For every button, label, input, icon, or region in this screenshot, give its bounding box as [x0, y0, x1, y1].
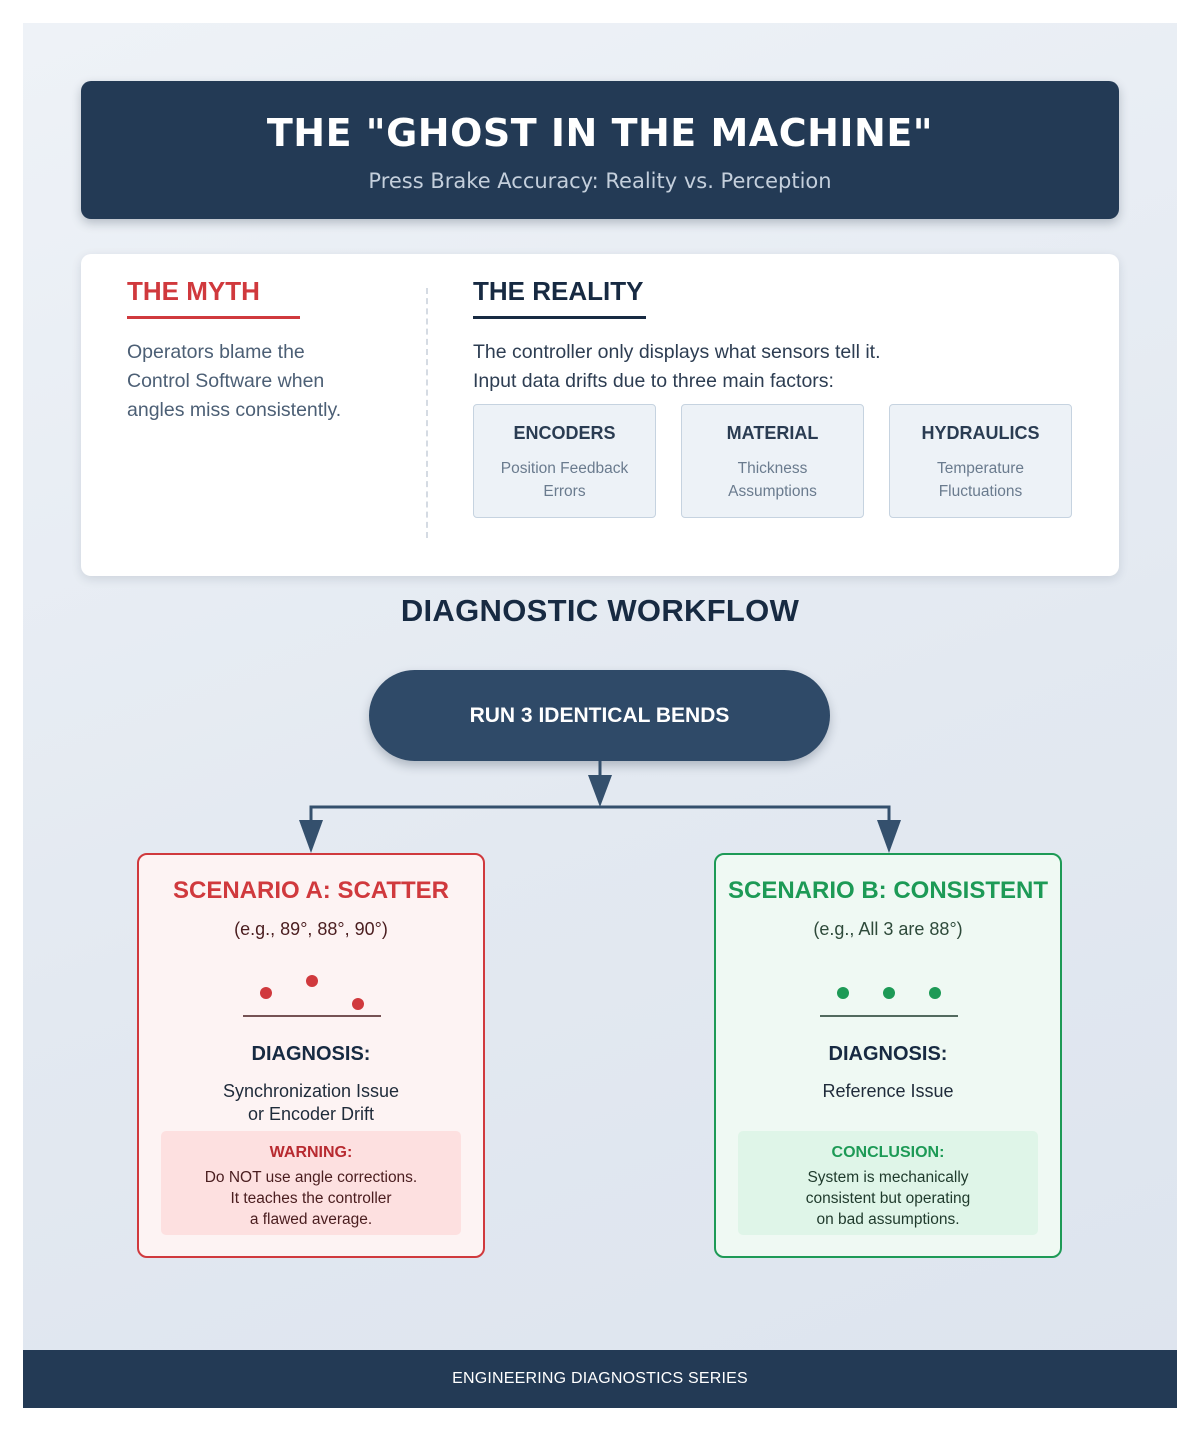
conclusion-label: CONCLUSION:: [831, 1144, 945, 1161]
arrow-down-icon: [877, 820, 901, 853]
factor-hydraulics: HYDRAULICS Temperature Fluctuations: [889, 404, 1072, 518]
scenario-a-card: SCENARIO A: SCATTER (e.g., 89°, 88°, 90°…: [137, 853, 485, 1258]
factor-desc-line: Position Feedback: [500, 460, 629, 477]
scatter-dots-graphic: [243, 975, 381, 1017]
myth-line-2: Control Software when: [127, 370, 325, 392]
flow-connectors: [299, 761, 901, 853]
diagnosis-value: Synchronization Issue or Encoder Drift: [159, 1080, 463, 1126]
factor-name: MATERIAL: [726, 423, 819, 443]
scenario-b-title: SCENARIO B: CONSISTENT: [727, 877, 1048, 904]
infographic-canvas: THE "GHOST IN THE MACHINE" Press Brake A…: [23, 23, 1177, 1408]
factor-name: ENCODERS: [513, 423, 616, 443]
myth-text: Operators blame the Control Software whe…: [127, 338, 387, 425]
reality-line-1: The controller only displays what sensor…: [473, 341, 881, 363]
diagnosis-line: Synchronization Issue: [222, 1081, 400, 1101]
workflow-heading: DIAGNOSTIC WORKFLOW: [400, 593, 800, 628]
myth-line-1: Operators blame the: [127, 341, 305, 363]
warning-label: WARNING:: [269, 1144, 353, 1161]
warning-text: Do NOT use angle corrections. It teaches…: [169, 1167, 453, 1230]
reality-heading: THE REALITY: [473, 276, 644, 306]
scatter-dot: [260, 987, 272, 999]
myth-underline: [127, 316, 300, 319]
factor-desc-line: Fluctuations: [938, 483, 1023, 500]
scenario-a-example: (e.g., 89°, 88°, 90°): [234, 919, 388, 939]
scenario-b-card: SCENARIO B: CONSISTENT (e.g., All 3 are …: [714, 853, 1062, 1258]
diagnosis-label: DIAGNOSIS:: [251, 1043, 371, 1065]
myth-reality-card: THE MYTH Operators blame the Control Sof…: [81, 254, 1119, 576]
factor-name: HYDRAULICS: [921, 423, 1040, 443]
diagnosis-value: Reference Issue: [736, 1080, 1040, 1103]
warning-box: WARNING: Do NOT use angle corrections. I…: [161, 1131, 461, 1235]
reality-underline: [473, 316, 646, 319]
scenario-a-title: SCENARIO A: SCATTER: [173, 877, 449, 904]
footer-bar: ENGINEERING DIAGNOSTICS SERIES: [23, 1350, 1177, 1408]
connector-branch: [309, 805, 891, 838]
conclusion-text: System is mechanically consistent but op…: [746, 1167, 1030, 1230]
scatter-dot: [306, 975, 318, 987]
factor-material: MATERIAL Thickness Assumptions: [681, 404, 864, 518]
warning-line: Do NOT use angle corrections.: [204, 1169, 418, 1186]
warning-line: It teaches the controller: [230, 1190, 392, 1207]
consistent-dots-graphic: [820, 987, 958, 1017]
factor-encoders: ENCODERS Position Feedback Errors: [473, 404, 656, 518]
factor-description: Position Feedback Errors: [482, 457, 647, 503]
arrow-down-icon: [299, 820, 323, 853]
myth-heading: THE MYTH: [127, 276, 260, 306]
scatter-dot: [352, 998, 364, 1010]
diagnosis-line: Reference Issue: [822, 1081, 954, 1101]
page-title: THE "GHOST IN THE MACHINE": [266, 111, 934, 155]
conclusion-line: System is mechanically: [807, 1169, 969, 1186]
myth-line-3: angles miss consistently.: [127, 399, 342, 421]
consistent-dot: [929, 987, 941, 999]
factor-desc-line: Thickness: [737, 460, 808, 477]
diagnosis-line: or Encoder Drift: [247, 1104, 375, 1124]
factor-desc-line: Temperature: [936, 460, 1024, 477]
factor-desc-line: Errors: [543, 483, 586, 500]
conclusion-box: CONCLUSION: System is mechanically consi…: [738, 1131, 1038, 1235]
title-banner: THE "GHOST IN THE MACHINE" Press Brake A…: [81, 81, 1119, 219]
consistent-dot: [883, 987, 895, 999]
reality-text: The controller only displays what sensor…: [473, 338, 1093, 396]
scenario-b-example: (e.g., All 3 are 88°): [813, 919, 963, 939]
section-divider: [426, 288, 428, 538]
conclusion-line: on bad assumptions.: [816, 1211, 960, 1228]
factor-desc-line: Assumptions: [728, 483, 817, 500]
factor-description: Temperature Fluctuations: [898, 457, 1063, 503]
start-step-node: RUN 3 IDENTICAL BENDS: [369, 670, 830, 761]
arrow-down-icon: [588, 775, 612, 807]
consistent-dot: [837, 987, 849, 999]
conclusion-line: consistent but operating: [805, 1190, 971, 1207]
warning-line: a flawed average.: [249, 1211, 373, 1228]
page-subtitle: Press Brake Accuracy: Reality vs. Percep…: [368, 169, 832, 193]
factor-description: Thickness Assumptions: [690, 457, 855, 503]
reality-line-2: Input data drifts due to three main fact…: [473, 370, 834, 392]
diagnosis-label: DIAGNOSIS:: [828, 1043, 948, 1065]
